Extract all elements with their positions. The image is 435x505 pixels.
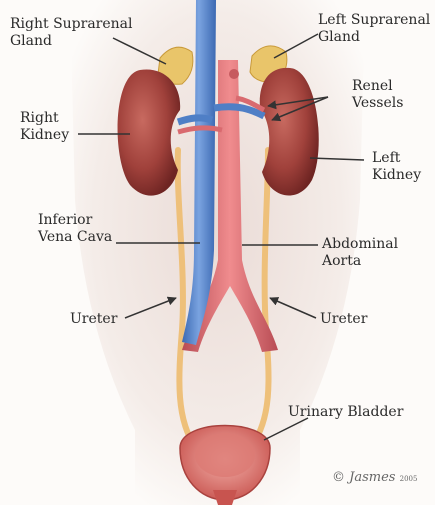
right-renal-vein [178,118,212,122]
label-renal-vessels: Renel Vessels [352,78,403,112]
label-left-kidney: Left Kidney [372,150,421,184]
label-right-kidney: Right Kidney [20,110,69,144]
vessel-branch [229,69,239,79]
artist-signature: © Jasmes 2005 [332,470,417,485]
label-abdominal-aorta: Abdominal Aorta [322,236,398,270]
label-ureter-right-side: Ureter [70,311,117,328]
label-ureter-left-side: Ureter [320,311,367,328]
label-urinary-bladder: Urinary Bladder [288,404,403,421]
label-left-suprarenal-gland: Left Suprarenal Gland [318,12,430,46]
label-right-suprarenal-gland: Right Suprarenal Gland [10,16,133,50]
right-kidney [118,69,181,195]
label-inferior-vena-cava: Inferior Vena Cava [38,212,112,246]
